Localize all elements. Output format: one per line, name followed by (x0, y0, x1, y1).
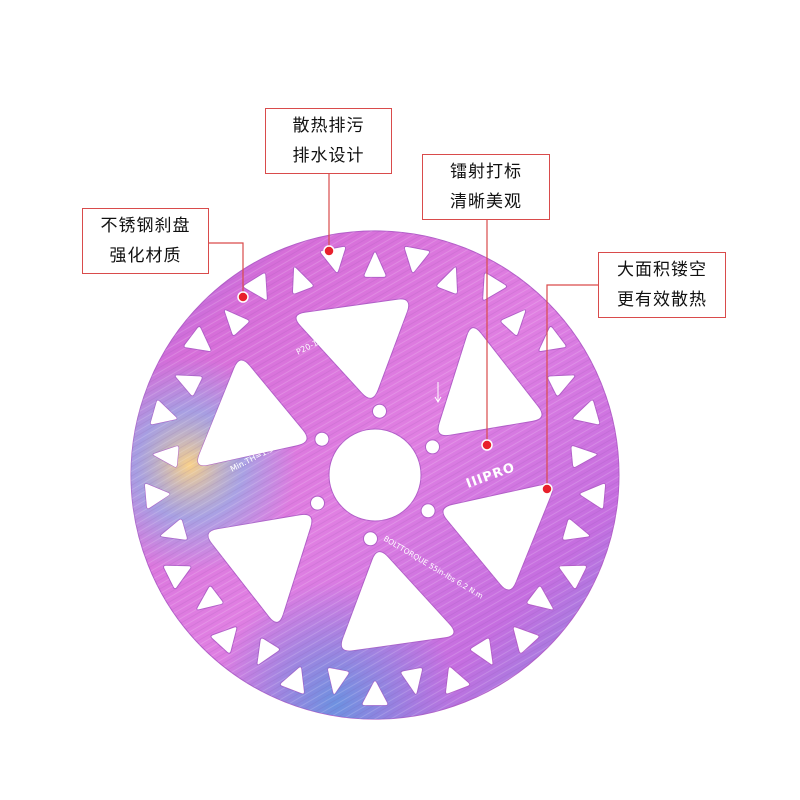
rotation-arrow-icon (434, 382, 442, 403)
bolt-hole (420, 503, 436, 519)
marker-dot-material (237, 291, 249, 303)
marker-dot-laser (481, 439, 493, 451)
brake-rotor: P20-160mm Min.TH=1.5 BOLTTORQUE 55in-lbs… (130, 230, 620, 720)
callout-large-hollow: 大面积镂空 更有效散热 (598, 252, 726, 318)
leader-lines (209, 174, 598, 488)
callout-line: 更有效散热 (617, 290, 707, 310)
leader-line-hollow (546, 284, 598, 488)
callout-line: 不锈钢刹盘 (100, 216, 191, 236)
callout-line: 大面积镂空 (617, 260, 707, 280)
marker-dot-hollow (541, 483, 553, 495)
marker-dots (237, 245, 553, 495)
rotor-brushed-texture (130, 230, 619, 720)
bolt-hole (425, 439, 440, 455)
callout-line: 排水设计 (292, 146, 365, 166)
callout-line: 镭射打标 (450, 162, 522, 182)
rotation-arrow-icon (295, 528, 303, 551)
callout-line: 散热排污 (292, 116, 365, 136)
callout-stainless-material: 不锈钢刹盘 强化材质 (82, 208, 209, 274)
callout-line: 强化材质 (109, 246, 182, 266)
bolt-holes (310, 403, 440, 547)
rotation-arrows (295, 382, 442, 551)
bolt-hole (372, 403, 387, 419)
callout-line: 清晰美观 (450, 192, 522, 212)
leader-line-material (209, 242, 244, 297)
marker-dot-drainage (323, 245, 335, 257)
callout-laser-marking: 镭射打标 清晰美观 (422, 154, 550, 220)
bolt-hole (314, 431, 330, 447)
bolt-hole (310, 495, 325, 511)
callout-drainage-design: 散热排污 排水设计 (265, 108, 392, 174)
bolt-hole (363, 531, 378, 547)
